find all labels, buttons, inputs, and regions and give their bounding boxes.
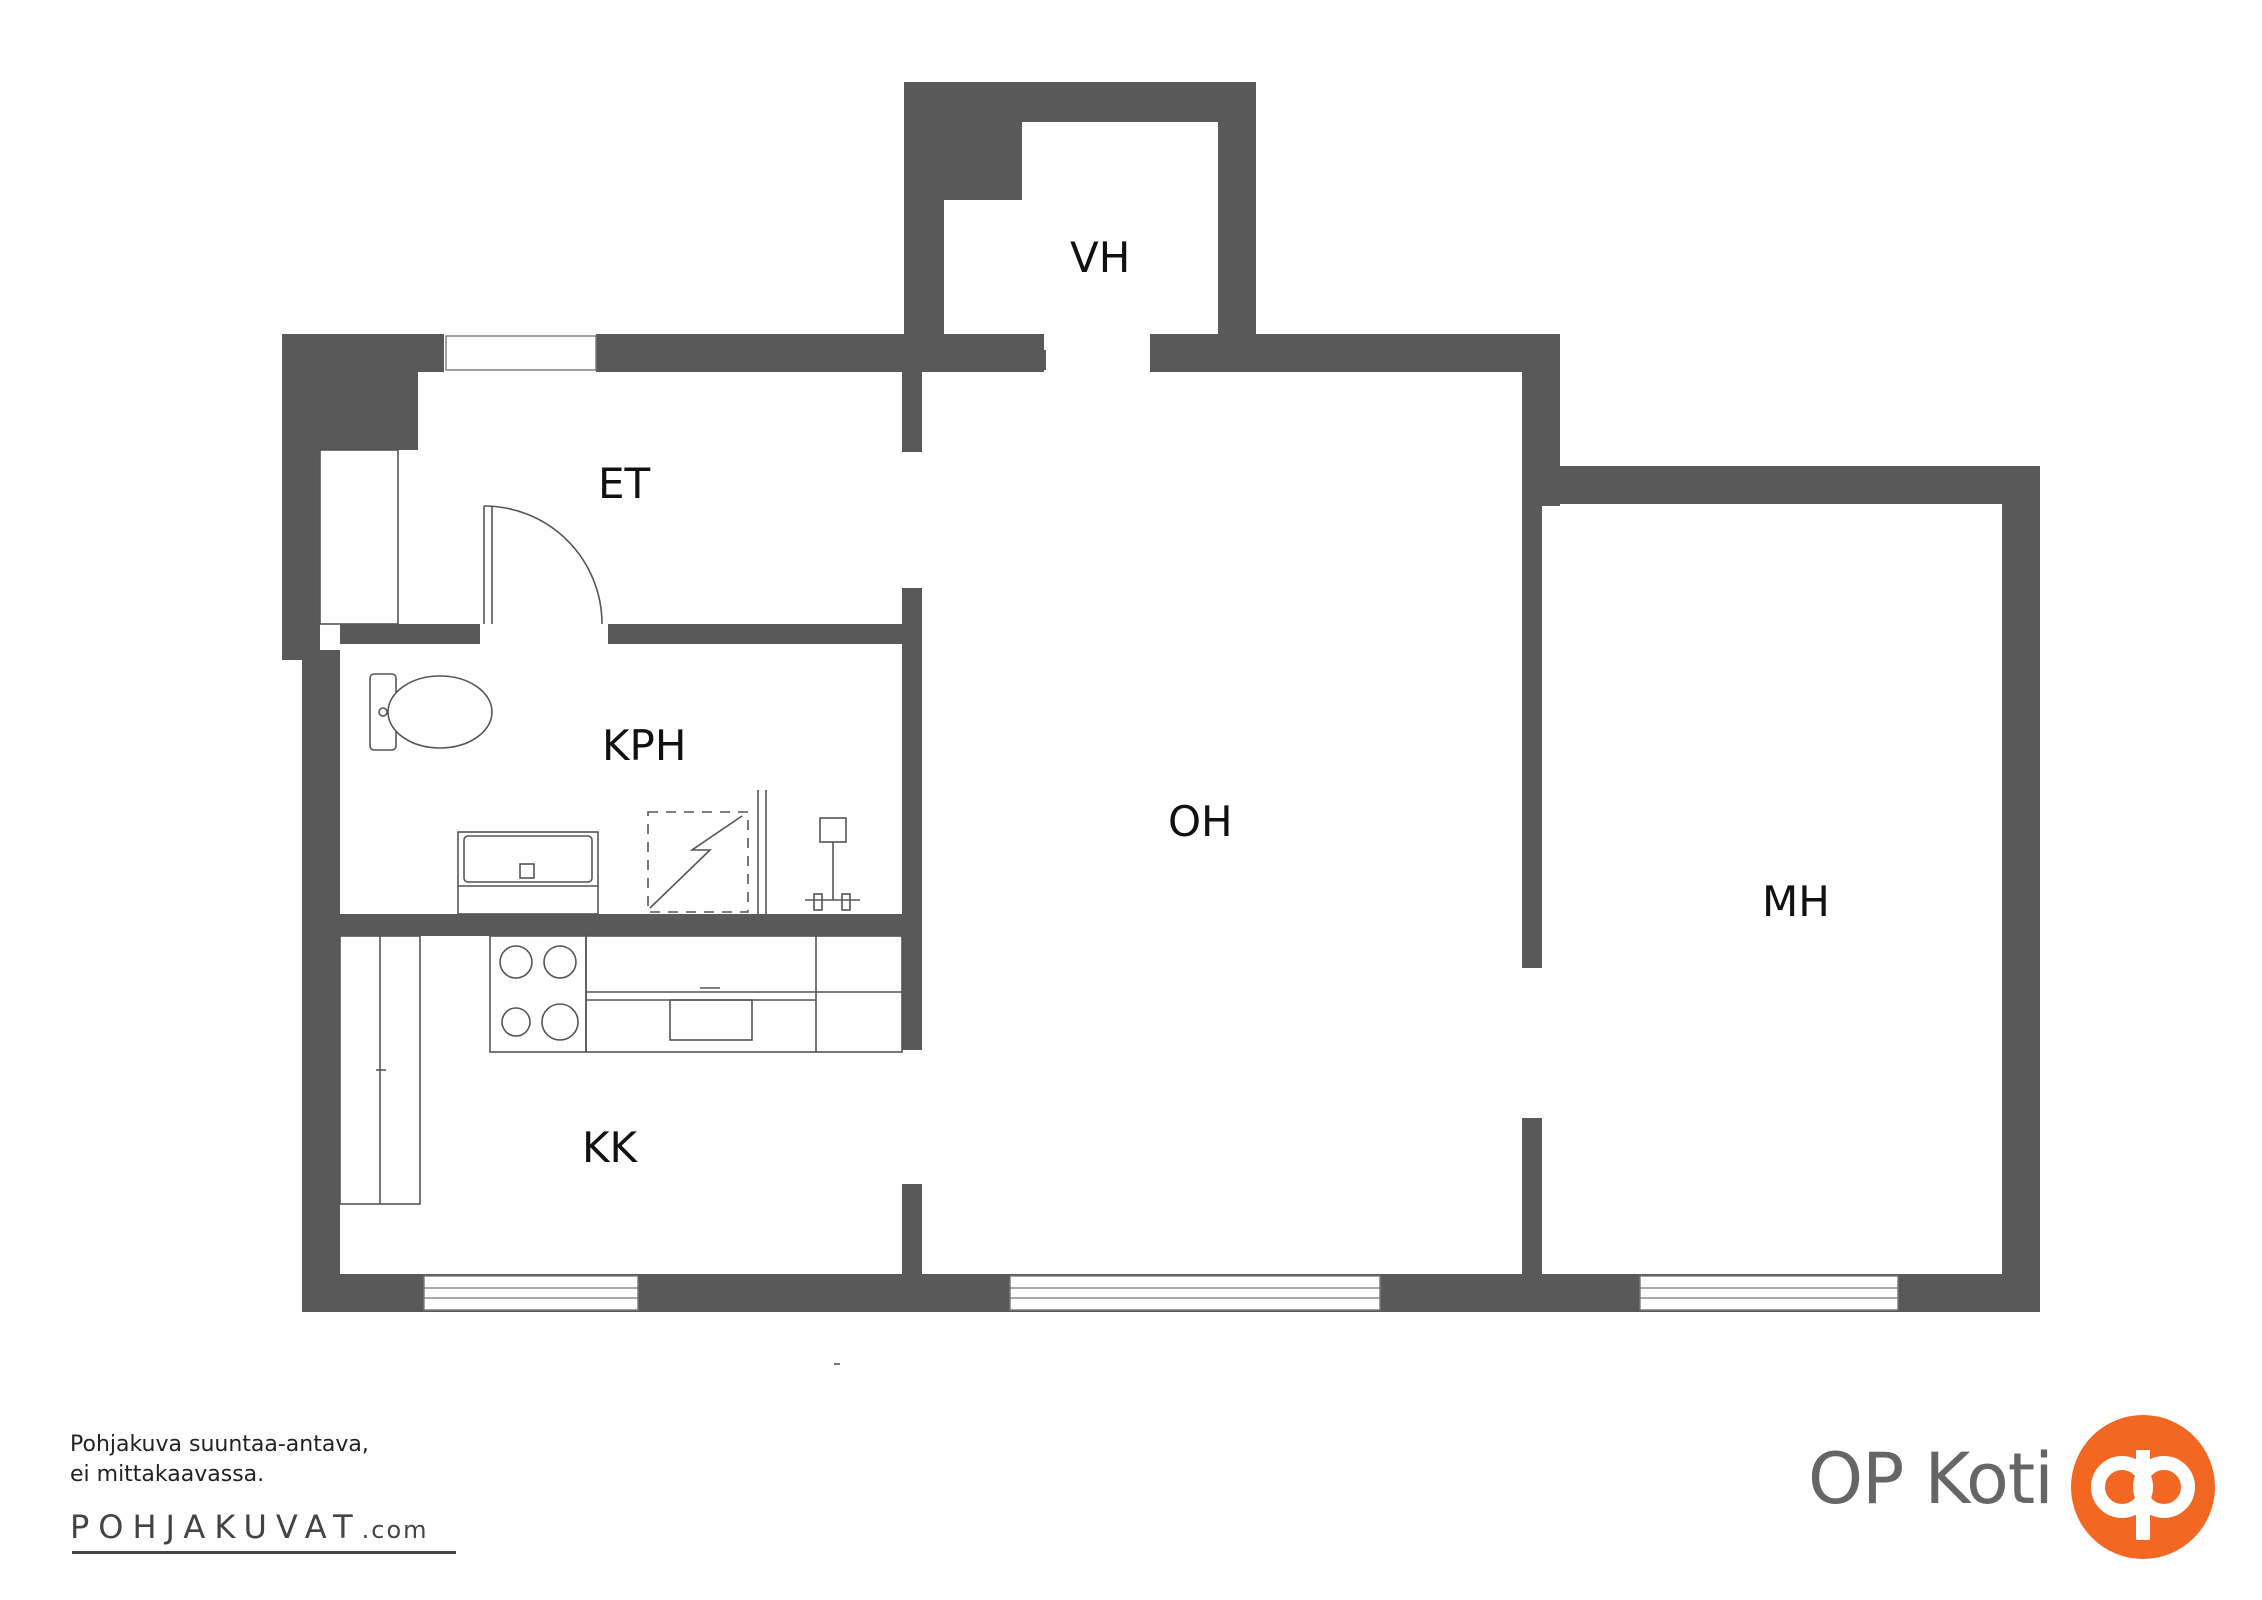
room-label-vh: VH xyxy=(1070,233,1130,282)
room-label-et: ET xyxy=(598,459,651,508)
room-label-kk: KK xyxy=(582,1123,639,1172)
disclaimer: Pohjakuva suuntaa-antava, ei mittakaavas… xyxy=(70,1430,369,1490)
brand-name: OP Koti xyxy=(1808,1438,2054,1520)
window-icon xyxy=(423,1275,639,1311)
room-label-oh: OH xyxy=(1168,797,1233,846)
shower-icon xyxy=(647,790,767,914)
kitchen-sink-icon xyxy=(585,935,903,1053)
room-label-mh: MH xyxy=(1762,877,1830,926)
stove-icon xyxy=(489,935,587,1053)
credit-main: POHJAKUVAT xyxy=(70,1508,362,1546)
fixtures xyxy=(319,449,903,1365)
disclaimer-line-2: ei mittakaavassa. xyxy=(70,1462,265,1487)
walls xyxy=(282,82,2040,1312)
windows xyxy=(423,335,1899,1311)
credit-logo: POHJAKUVAT.com xyxy=(70,1508,429,1546)
window-icon xyxy=(1009,1275,1381,1311)
op-logo-icon xyxy=(2071,1415,2215,1559)
room-labels: VH ET KPH OH MH KK xyxy=(582,233,1830,1172)
window-icon xyxy=(445,335,597,371)
closet xyxy=(319,449,399,625)
toilet-icon xyxy=(369,673,493,751)
room-label-kph: KPH xyxy=(602,721,686,770)
tap-icon xyxy=(805,817,860,911)
sink-icon xyxy=(457,831,599,915)
disclaimer-line-1: Pohjakuva suuntaa-antava, xyxy=(70,1432,369,1457)
credit-underline xyxy=(72,1551,456,1554)
door-swing-icon xyxy=(483,505,603,625)
kitchen-cabinets xyxy=(339,935,421,1205)
window-icon xyxy=(1639,1275,1899,1311)
credit-suffix: .com xyxy=(361,1516,429,1544)
